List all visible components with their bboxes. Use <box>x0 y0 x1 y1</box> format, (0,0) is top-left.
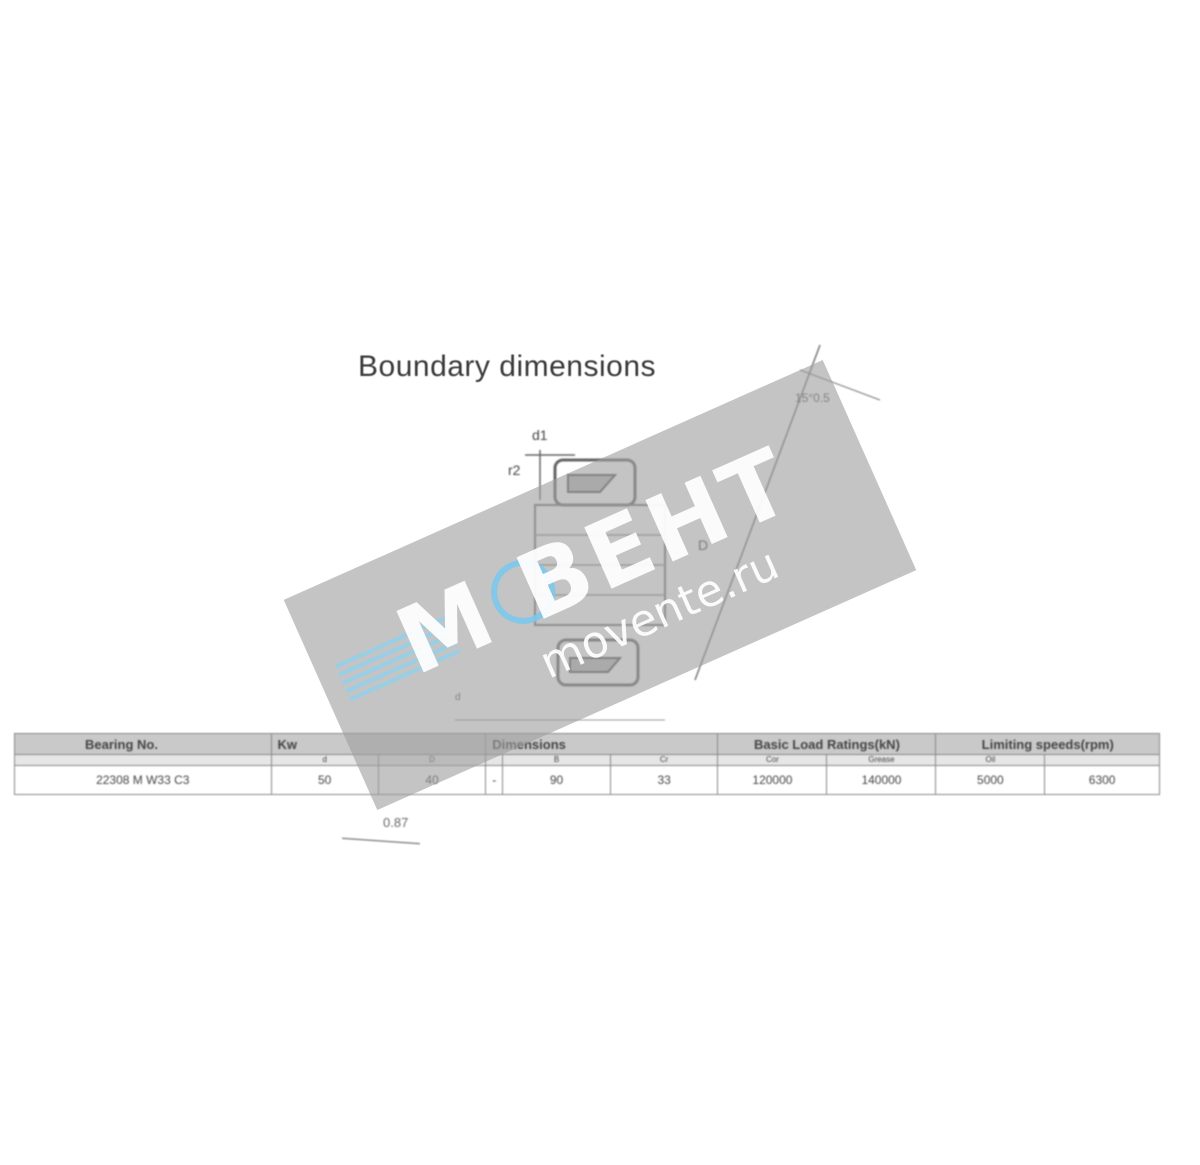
cell-4: 90 <box>502 765 611 795</box>
r-label-left: r2 <box>508 462 521 478</box>
spec-table: Bearing No. Kw Dimensions Basic Load Rat… <box>14 733 1160 795</box>
cell-7: 140000 <box>826 765 937 795</box>
cell-3: - <box>485 765 504 795</box>
footnote-underline <box>342 837 420 845</box>
header-bearing-no: Bearing No. <box>14 733 272 755</box>
cell-5: 33 <box>609 765 719 795</box>
cell-9: 6300 <box>1044 765 1160 795</box>
footnote: 0.87 <box>383 815 409 830</box>
cell-bearing-no: 22308 M W33 C3 <box>14 765 272 795</box>
subheader-5: Cr <box>609 754 719 766</box>
table-row: 22308 M W33 C3 50 40 - 90 33 120000 1400… <box>14 765 1160 795</box>
subheader-7: Grease <box>826 754 937 766</box>
subheader-4: B <box>502 754 611 766</box>
subheader-8: Oil <box>935 754 1046 766</box>
header-dimensions: Dimensions <box>485 733 719 755</box>
cell-8: 5000 <box>935 765 1046 795</box>
header-limiting-speeds: Limiting speeds(rpm) <box>935 733 1160 755</box>
header-load-ratings: Basic Load Ratings(kN) <box>717 733 937 755</box>
table-header-row: Bearing No. Kw Dimensions Basic Load Rat… <box>14 733 1160 755</box>
table-subheader-row: d D B Cr Cor Grease Oil <box>14 754 1160 766</box>
document-title: Boundary dimensions <box>358 350 657 383</box>
cell-6: 120000 <box>717 765 828 795</box>
subheader-9 <box>1044 754 1160 766</box>
subheader-0 <box>14 754 272 766</box>
d1-label: d1 <box>532 427 548 443</box>
subheader-6: Cor <box>717 754 828 766</box>
